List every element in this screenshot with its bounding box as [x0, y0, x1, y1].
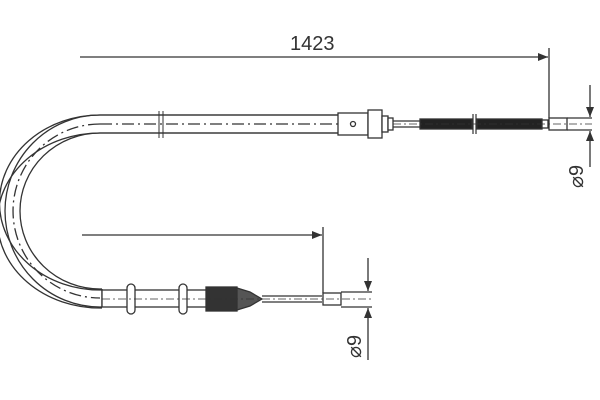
- sheath-outer: [0, 114, 340, 291]
- top-diameter-label: ⌀9: [566, 165, 588, 188]
- sheath-inner: [0, 132, 340, 309]
- bottom-end-fitting: [101, 283, 372, 315]
- top-end-fitting: [337, 109, 592, 139]
- sheath: [4, 111, 340, 308]
- bottom-diameter-label: ⌀9: [344, 335, 366, 358]
- length-dimension-label: 1423: [290, 33, 335, 55]
- dimension-lines: [80, 48, 594, 360]
